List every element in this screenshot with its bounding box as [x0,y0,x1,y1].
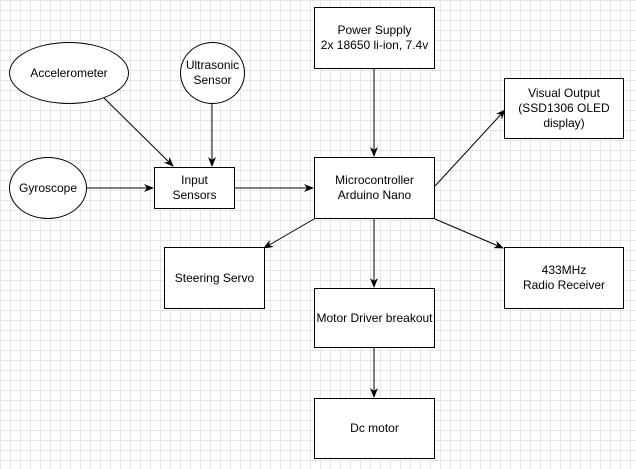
radio-receiver-node: 433MHz Radio Receiver [504,247,624,309]
microcontroller-node: Microcontroller Arduino Nano [314,157,435,219]
edge-accelerometer-to-input-sensors [103,97,174,167]
edge-microcontroller-to-radio-receiver [434,218,504,249]
ultrasonic-sensor-node: Ultrasonic Sensor [180,42,245,104]
motor-driver-node: Motor Driver breakout [314,288,435,348]
accelerometer-node: Accelerometer [9,42,129,104]
visual-output-node: Visual Output (SSD1306 OLED display) [504,78,624,139]
power-supply-node: Power Supply 2x 18650 li-ion, 7.4v [314,7,435,69]
dc-motor-node: Dc motor [314,398,435,459]
edge-microcontroller-to-steering-servo [263,218,315,249]
edge-microcontroller-to-visual-output [434,109,506,187]
gyroscope-node: Gyroscope [9,157,87,219]
input-sensors-node: Input Sensors [154,167,235,209]
steering-servo-node: Steering Servo [164,247,265,309]
